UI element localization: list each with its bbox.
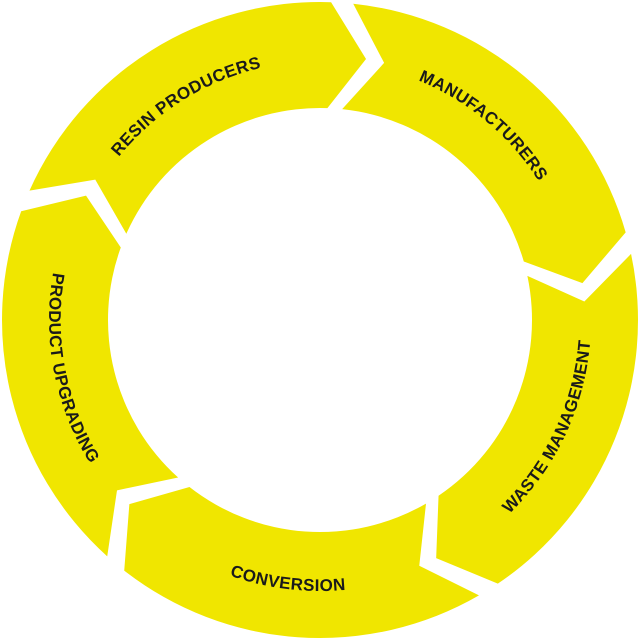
segment-product-upgrading xyxy=(2,195,179,557)
segment-manufacturers xyxy=(342,3,626,284)
segment-conversion xyxy=(124,487,479,639)
segment-resin-producers xyxy=(29,1,367,234)
cycle-labels: RESIN PRODUCERS MANUFACTURERS WASTE MANA… xyxy=(45,53,594,595)
segment-waste-management xyxy=(436,253,638,584)
